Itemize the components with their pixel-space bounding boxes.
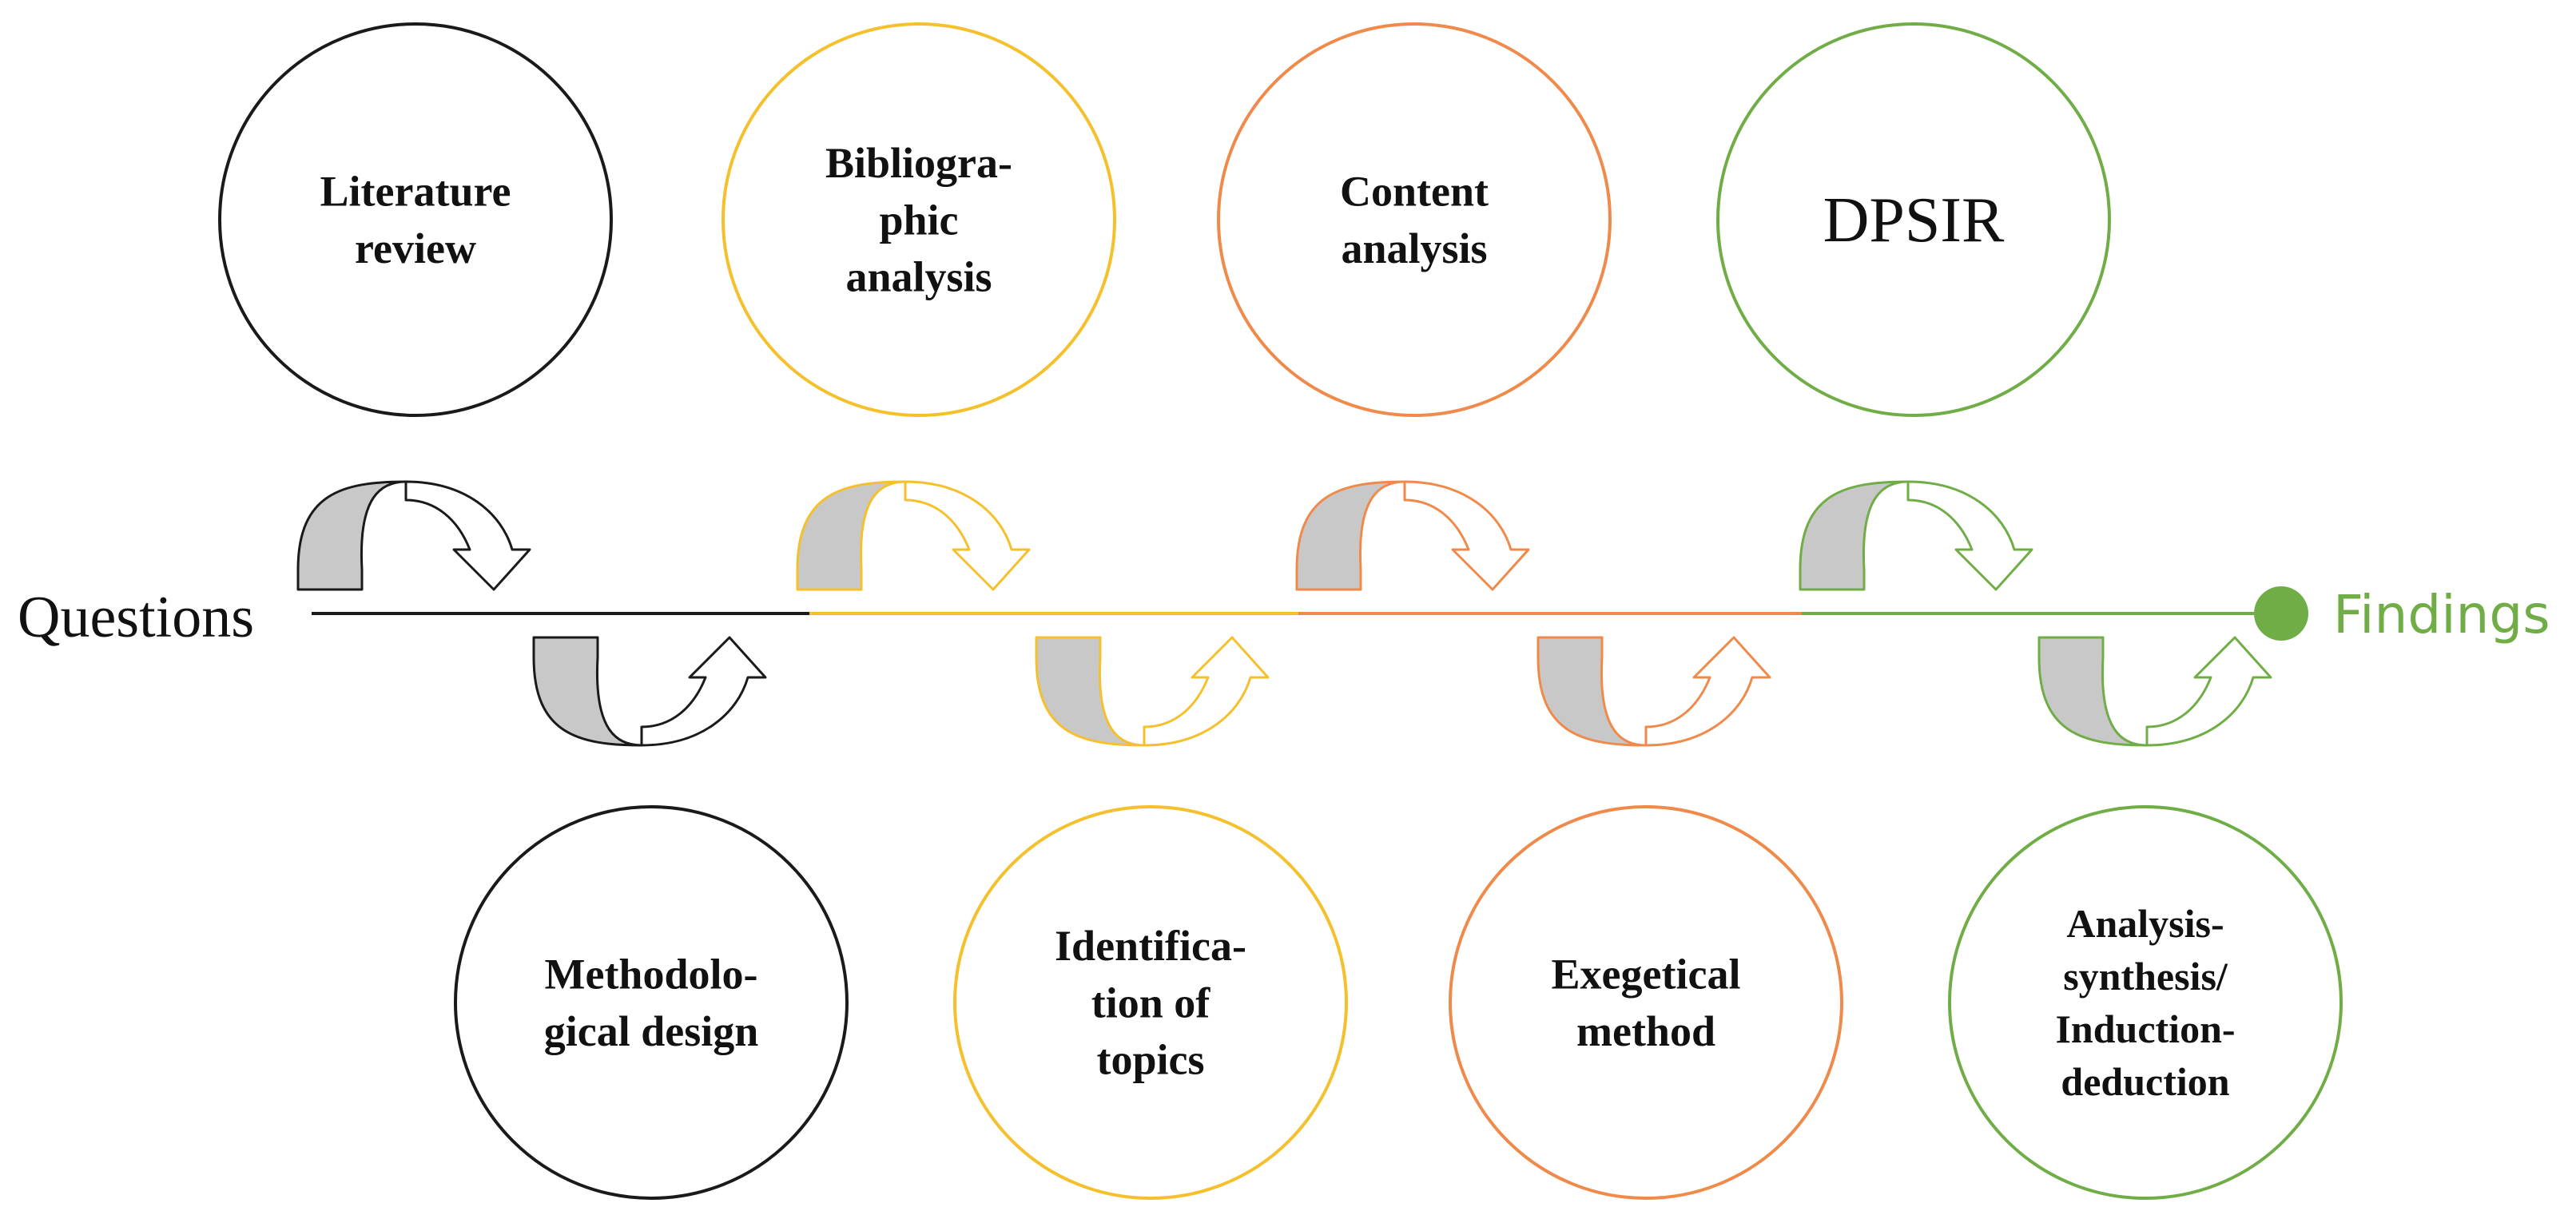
step-label-line: method <box>1576 1007 1715 1055</box>
top-curved-arrow-1 <box>296 480 531 591</box>
step-label-line: Exegetical <box>1552 951 1741 999</box>
bottom-step-circle <box>953 805 1348 1200</box>
top-step-2: Bibliogra-phic analysis <box>722 22 1116 417</box>
bottom-step-label: Identifica-tion of topics <box>1055 922 1246 1084</box>
step-label-line: analysis <box>1341 224 1487 272</box>
top-step-label: Bibliogra-phic analysis <box>825 139 1012 301</box>
top-curved-arrow-3 <box>1295 480 1530 591</box>
bottom-curved-arrow-2 <box>1035 636 1270 747</box>
bottom-step-3: Exegetical method <box>1449 805 1843 1200</box>
top-step-label: Content analysis <box>1340 168 1489 272</box>
step-label-line: Induction- <box>2055 1006 2235 1051</box>
step-label-line: synthesis/ <box>2063 954 2228 999</box>
step-label-line: analysis <box>845 253 992 301</box>
arrow-tail <box>1035 636 1146 747</box>
bottom-step-circle <box>454 805 849 1200</box>
top-curved-arrow-2 <box>796 480 1031 591</box>
top-step-1: Literature review <box>218 22 613 417</box>
step-label-line: review <box>355 224 476 272</box>
bottom-step-circle <box>1449 805 1843 1200</box>
arrow-tail <box>1536 636 1648 747</box>
bottom-step-2: Identifica-tion of topics <box>953 805 1348 1200</box>
arrow-tail <box>1295 480 1406 591</box>
start-label: Questions <box>18 585 254 650</box>
arrow-head <box>1143 636 1270 747</box>
step-label-line: Literature <box>320 168 511 216</box>
arrow-tail <box>1799 480 1910 591</box>
arrow-tail <box>532 636 643 747</box>
step-label-line: gical design <box>544 1007 759 1055</box>
step-label-line: Content <box>1340 168 1489 216</box>
arrow-tail <box>2037 636 2149 747</box>
step-label-line: topics <box>1097 1036 1205 1084</box>
top-step-label: Literature review <box>320 168 511 272</box>
arrow-head <box>2145 636 2272 747</box>
step-label-line: Identifica- <box>1055 922 1246 970</box>
bottom-step-1: Methodolo-gical design <box>454 805 849 1200</box>
findings-dot <box>2254 586 2308 641</box>
top-step-circle <box>1716 22 2111 417</box>
top-step-circle <box>1217 22 1612 417</box>
step-label-line: deduction <box>2061 1059 2229 1104</box>
arrow-head <box>904 480 1031 591</box>
bottom-step-label: Exegetical method <box>1552 951 1741 1055</box>
arrow-head <box>640 636 767 747</box>
bottom-step-label: Methodolo-gical design <box>544 951 759 1055</box>
top-curved-arrow-4 <box>1799 480 2033 591</box>
arrow-head <box>404 480 531 591</box>
bottom-step-4: Analysis-synthesis/Induction-deduction <box>1948 805 2343 1200</box>
top-step-3: Content analysis <box>1217 22 1612 417</box>
arrow-tail <box>796 480 907 591</box>
arrow-head <box>1403 480 1530 591</box>
bottom-curved-arrow-3 <box>1536 636 1771 747</box>
arrow-tail <box>296 480 407 591</box>
step-label-line: Analysis- <box>2066 901 2224 946</box>
arrow-group <box>296 480 2272 747</box>
step-label-line: phic <box>879 196 958 244</box>
step-label-line: Bibliogra- <box>825 139 1012 187</box>
step-label-line: tion of <box>1091 979 1211 1026</box>
bottom-curved-arrow-4 <box>2037 636 2272 747</box>
bottom-step-circle <box>1948 805 2343 1200</box>
arrow-head <box>1906 480 2033 591</box>
bottom-step-label: Analysis-synthesis/Induction-deduction <box>2055 901 2235 1104</box>
top-step-label: DPSIR <box>1823 185 2005 256</box>
top-step-circle <box>722 22 1116 417</box>
top-step-4: DPSIR <box>1716 22 2111 417</box>
step-label-line: Methodolo- <box>545 951 758 999</box>
top-step-circle <box>218 22 613 417</box>
step-label-line: DPSIR <box>1823 185 2005 256</box>
arrow-head <box>1644 636 1771 747</box>
bottom-curved-arrow-1 <box>532 636 767 747</box>
end-label: Findings <box>2333 584 2550 645</box>
